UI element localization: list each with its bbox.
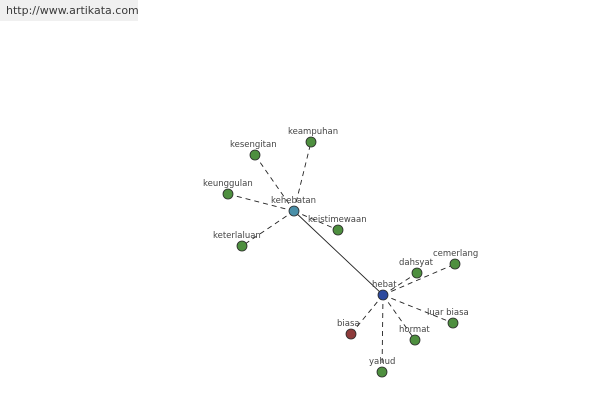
node-label-kesengitan: kesengitan [230,140,277,150]
node-label-cemerlang: cemerlang [433,249,478,259]
edge-hebat-cemerlang [382,263,456,296]
node-label-dahsyat: dahsyat [399,258,434,268]
edge-hebat-luar-biasa [382,294,454,324]
node-luar-biasa[interactable]: luar biasa [427,308,469,329]
node-dot-keunggulan[interactable] [222,188,234,200]
node-dot-biasa[interactable] [345,328,357,340]
node-keampuhan[interactable]: keampuhan [288,127,338,148]
node-dahsyat[interactable]: dahsyat [399,258,434,279]
url-banner[interactable]: http://www.artikata.com [0,0,139,21]
node-kehebatan[interactable]: kehebatan [271,196,316,217]
node-hormat[interactable]: hormat [399,325,430,346]
node-dot-hormat[interactable] [409,334,421,346]
node-label-kehebatan: kehebatan [271,196,316,206]
node-label-biasa: biasa [337,319,360,329]
node-label-luar-biasa: luar biasa [427,308,469,318]
edge-hebat-dahsyat [382,272,418,296]
edge-hebat-yahud [381,294,384,373]
node-label-keistimewaan: keistimewaan [308,215,367,225]
edge-kehebatan-keunggulan [227,193,295,212]
node-dot-keistimewaan[interactable] [332,224,344,236]
node-dot-keampuhan[interactable] [305,136,317,148]
node-cemerlang[interactable]: cemerlang [433,249,478,270]
edge-hebat-hormat [382,294,416,341]
node-dot-luar-biasa[interactable] [447,317,459,329]
edge-kehebatan-kesengitan [254,154,295,212]
node-biasa[interactable]: biasa [337,319,360,340]
node-label-yahud: yahud [369,357,395,367]
node-yahud[interactable]: yahud [369,357,395,378]
edge-hebat-kehebatan [293,210,384,296]
edge-kehebatan-keterlaluan [241,210,295,247]
node-kesengitan[interactable]: kesengitan [230,140,277,161]
node-hebat[interactable]: hebat [372,280,397,301]
node-dot-cemerlang[interactable] [449,258,461,270]
node-dot-hebat[interactable] [377,289,389,301]
edge-kehebatan-keampuhan [293,141,312,212]
node-dot-kehebatan[interactable] [288,205,300,217]
node-dot-yahud[interactable] [376,366,388,378]
node-label-hebat: hebat [372,280,397,290]
node-label-keterlaluan: keterlaluan [213,231,261,241]
node-keterlaluan[interactable]: keterlaluan [213,231,261,252]
node-keunggulan[interactable]: keunggulan [203,179,253,200]
edges-layer [227,141,456,373]
node-keistimewaan[interactable]: keistimewaan [308,215,367,236]
node-dot-kesengitan[interactable] [249,149,261,161]
node-dot-keterlaluan[interactable] [236,240,248,252]
node-label-hormat: hormat [399,325,430,335]
node-dot-dahsyat[interactable] [411,267,423,279]
node-label-keunggulan: keunggulan [203,179,253,189]
edge-kehebatan-keistimewaan [293,210,339,231]
node-label-keampuhan: keampuhan [288,127,338,137]
nodes-layer: hebat kehebatan kesengitan keampuhan keunggu… [203,127,478,378]
